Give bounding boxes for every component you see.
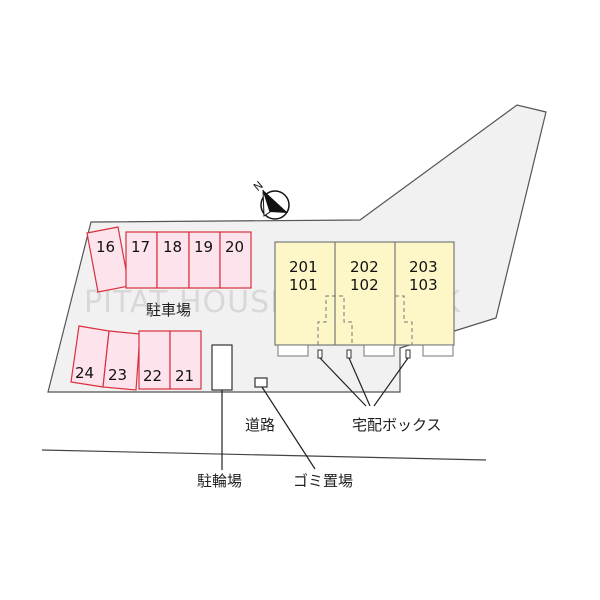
parking-slot: 19 bbox=[188, 231, 221, 289]
parking-slot: 23 bbox=[102, 330, 141, 391]
unit-lower-number: 101 bbox=[289, 276, 318, 294]
parking-slot-number: 17 bbox=[131, 238, 150, 256]
north-arrow-icon: N bbox=[251, 179, 290, 220]
parking-top-row: 16 17 18 19 20 bbox=[86, 226, 252, 293]
parking-slot-number: 21 bbox=[175, 367, 194, 385]
parking-slot-number: 20 bbox=[225, 238, 244, 256]
unit-lower-number: 103 bbox=[409, 276, 438, 294]
unit-upper-number: 202 bbox=[350, 258, 379, 276]
bicycle-parking-area bbox=[211, 344, 233, 391]
delivery-box-marker bbox=[317, 349, 323, 359]
garbage-area bbox=[254, 377, 268, 388]
parking-slot-number: 18 bbox=[163, 238, 182, 256]
parking-label: 駐車場 bbox=[146, 301, 191, 319]
bicycle-parking-label: 駐輪場 bbox=[197, 472, 242, 490]
parking-slot-number: 23 bbox=[108, 366, 127, 384]
parking-slot-number: 19 bbox=[194, 238, 213, 256]
unit-lower-number: 102 bbox=[350, 276, 379, 294]
parking-slot-number: 16 bbox=[96, 238, 115, 256]
parking-slot: 20 bbox=[219, 231, 252, 289]
parking-bottom-row: 24 23 22 21 bbox=[70, 325, 202, 391]
parking-slot: 16 bbox=[86, 226, 130, 293]
unit-upper-number: 201 bbox=[289, 258, 318, 276]
delivery-box-label: 宅配ボックス bbox=[352, 416, 442, 434]
parking-slot: 24 bbox=[70, 325, 110, 388]
road-label: 道路 bbox=[245, 416, 275, 434]
leader-lines bbox=[221, 357, 409, 470]
building: 201 101 202 102 203 103 bbox=[274, 241, 455, 359]
parking-slot: 21 bbox=[169, 330, 202, 390]
parking-slot-number: 22 bbox=[143, 367, 162, 385]
parking-slot: 22 bbox=[138, 330, 171, 390]
delivery-box-marker bbox=[405, 349, 411, 359]
unit-upper-number: 203 bbox=[409, 258, 438, 276]
parking-slot: 18 bbox=[156, 231, 190, 289]
road-line bbox=[41, 449, 487, 461]
parking-slot: 17 bbox=[125, 231, 158, 289]
garbage-label: ゴミ置場 bbox=[293, 472, 353, 490]
delivery-box-marker bbox=[346, 349, 352, 359]
parking-slot-number: 24 bbox=[75, 364, 94, 382]
